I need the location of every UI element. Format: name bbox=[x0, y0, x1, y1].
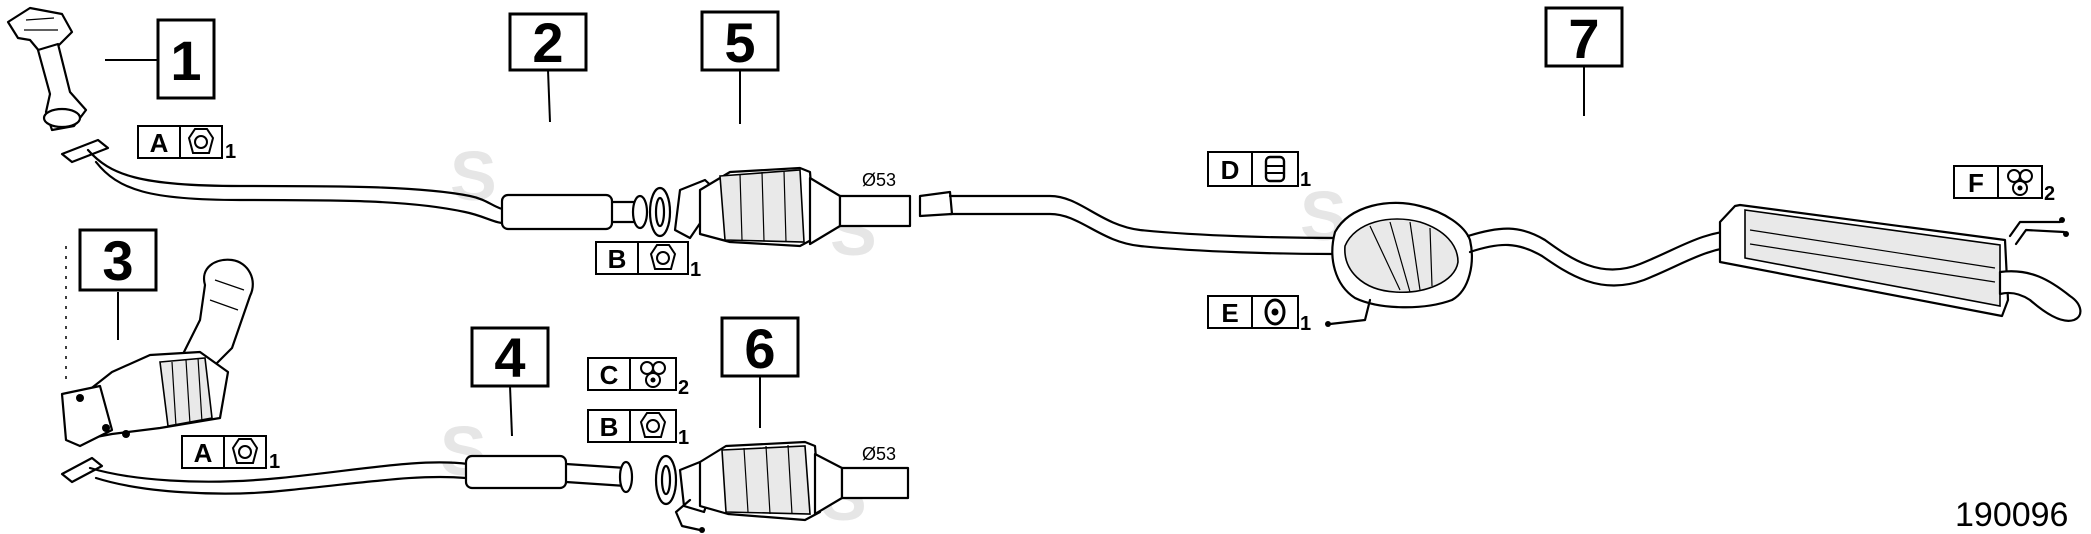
callout-2-label: 2 bbox=[532, 11, 563, 74]
callout-4: 4 bbox=[470, 326, 550, 389]
callout-1-label: 1 bbox=[170, 29, 201, 92]
tag-e-qty: 1 bbox=[1300, 313, 1311, 335]
callout-1: 1 bbox=[156, 18, 216, 100]
gasket-icon bbox=[650, 244, 676, 270]
callout-2: 2 bbox=[508, 11, 588, 74]
part-4-lower-front-pipe bbox=[60, 454, 634, 495]
tag-f: F 2 bbox=[1953, 165, 2055, 205]
tag-d-qty: 1 bbox=[1300, 169, 1311, 191]
callout-6-label: 6 bbox=[744, 317, 775, 380]
callout-3-label: 3 bbox=[102, 229, 133, 292]
tag-b-top-letter: B bbox=[608, 244, 627, 274]
tag-d: D 1 bbox=[1207, 151, 1311, 191]
tag-f-letter: F bbox=[1968, 168, 1984, 198]
part-2-intermediate-pipe bbox=[60, 138, 649, 231]
tag-d-letter: D bbox=[1221, 155, 1240, 185]
callout-5: 5 bbox=[700, 10, 780, 74]
callout-7-label: 7 bbox=[1568, 7, 1599, 70]
tag-a-bottom: A 1 bbox=[181, 435, 280, 473]
callout-4-label: 4 bbox=[494, 326, 525, 389]
tag-b-bottom: B 1 bbox=[587, 409, 689, 449]
diameter-label-bottom: Ø53 bbox=[862, 444, 896, 464]
tag-a-top-letter: A bbox=[150, 128, 169, 158]
tag-e: E 1 bbox=[1207, 295, 1311, 335]
tag-e-letter: E bbox=[1221, 298, 1238, 328]
callout-3: 3 bbox=[78, 228, 158, 292]
tag-c-qty: 2 bbox=[678, 377, 689, 399]
drawing-number: 190096 bbox=[1955, 496, 2068, 534]
leader-lines bbox=[105, 59, 1585, 437]
tag-b-bottom-qty: 1 bbox=[678, 427, 689, 449]
tag-f-qty: 2 bbox=[2044, 183, 2055, 205]
diameter-label-top: Ø53 bbox=[862, 170, 896, 190]
part-5-catalytic-converter bbox=[673, 166, 912, 248]
gasket-bottom bbox=[654, 454, 678, 506]
part-1-front-pipe bbox=[6, 6, 88, 132]
part-3-manifold-catalyst bbox=[60, 258, 254, 448]
tag-b-top-qty: 1 bbox=[690, 259, 701, 281]
rubber-ring-icon bbox=[1264, 298, 1286, 326]
callout-6: 6 bbox=[720, 316, 800, 380]
part-6-catalytic-converter bbox=[674, 440, 910, 533]
gasket-icon bbox=[640, 412, 666, 438]
gasket-top bbox=[648, 186, 672, 238]
tag-b-bottom-letter: B bbox=[600, 412, 619, 442]
tag-b-top: B 1 bbox=[595, 241, 701, 281]
callout-7: 7 bbox=[1544, 6, 1624, 70]
gasket-icon bbox=[232, 438, 258, 464]
callout-5-label: 5 bbox=[724, 11, 755, 74]
tag-a-bottom-qty: 1 bbox=[269, 451, 280, 473]
hanger-block-icon bbox=[1264, 155, 1286, 183]
tag-c: C 2 bbox=[587, 357, 689, 399]
tag-a-top-qty: 1 bbox=[225, 141, 236, 163]
tag-a-bottom-letter: A bbox=[194, 438, 213, 468]
part-7-rear-silencer-system bbox=[918, 190, 2082, 327]
gasket-icon bbox=[188, 128, 214, 154]
tag-c-letter: C bbox=[600, 360, 619, 390]
tag-a-top: A 1 bbox=[137, 125, 236, 163]
